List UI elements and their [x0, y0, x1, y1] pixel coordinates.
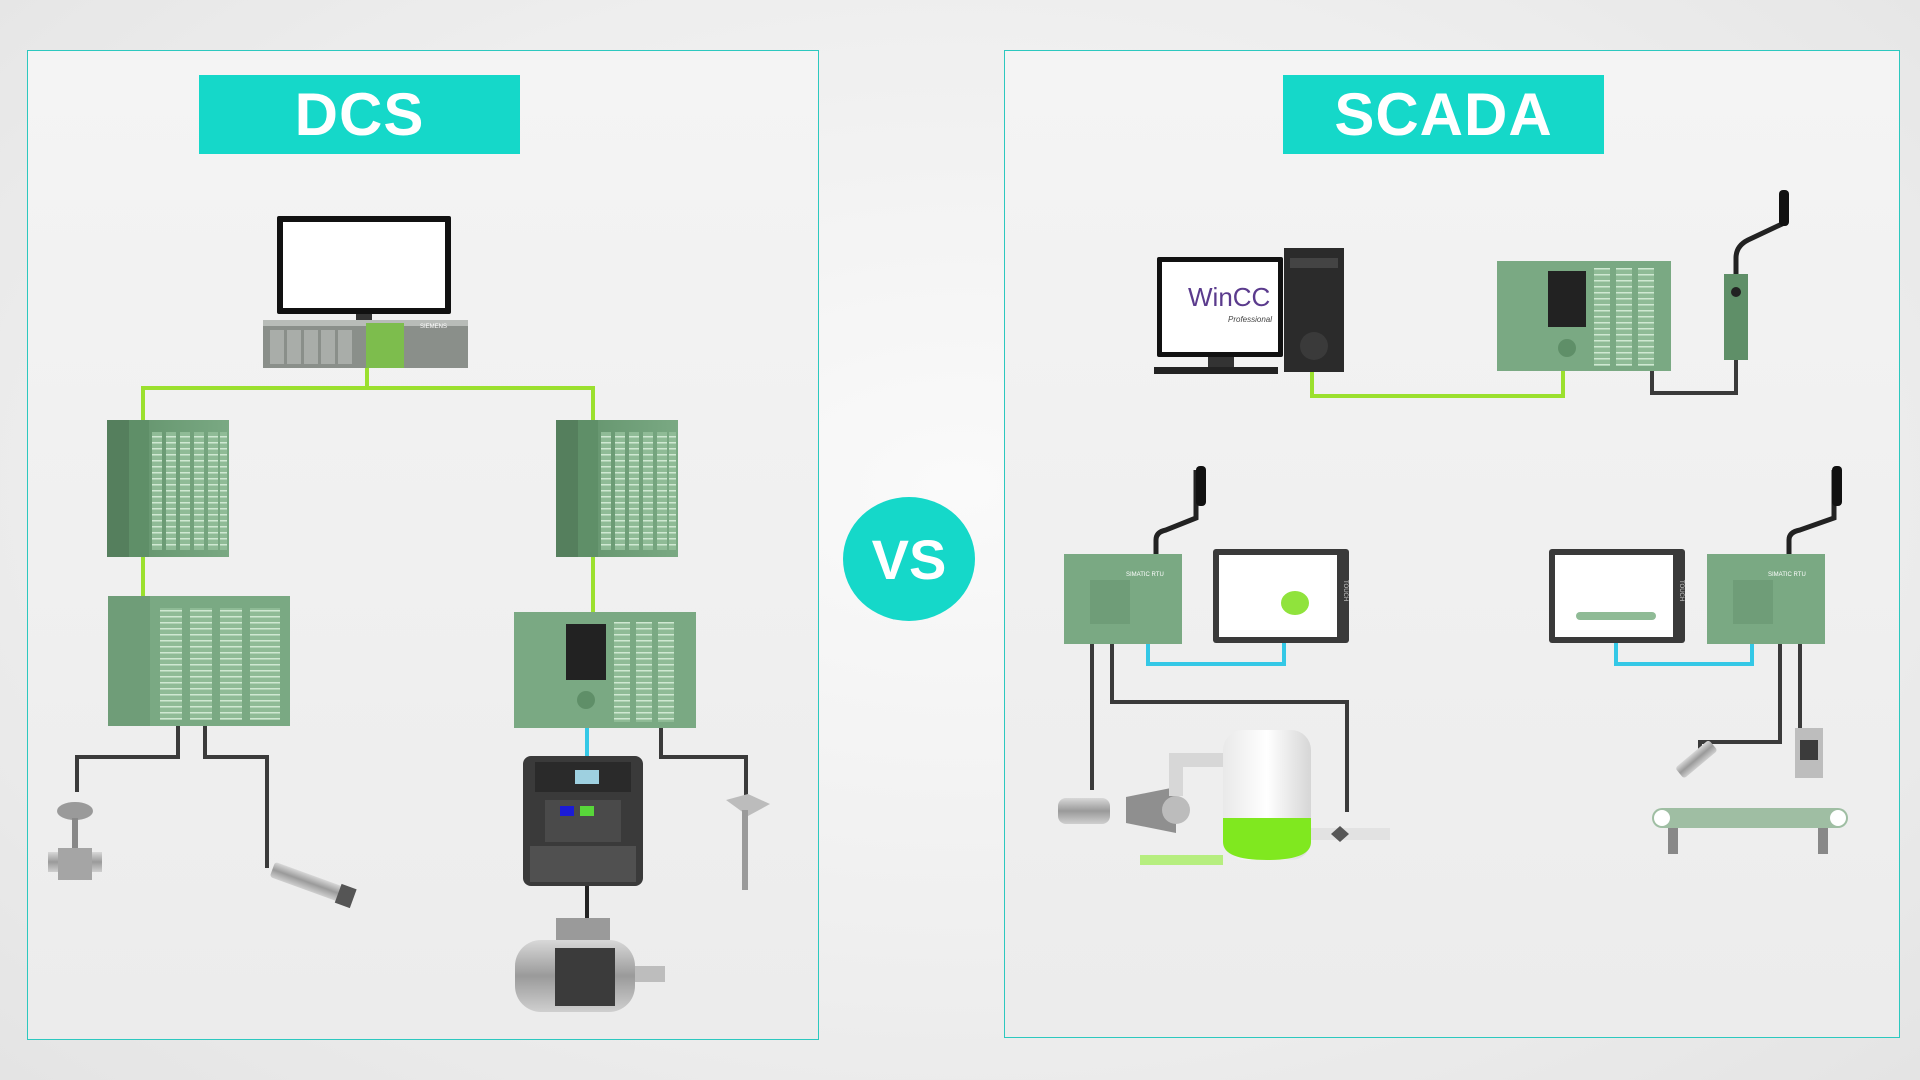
- rtu-right: SIMATIC RTU: [1707, 466, 1842, 644]
- frequency-drive-icon: [523, 756, 643, 918]
- dcs-server: SIEMENS: [263, 320, 468, 368]
- storage-tank-icon: [1140, 730, 1311, 865]
- dcs-signal-cables: [75, 726, 748, 868]
- dcs-network-bus: [141, 368, 595, 613]
- conveyor-belt-icon: [1652, 808, 1848, 854]
- dcs-io-rack-left: [108, 596, 290, 726]
- dcs-server-brand: SIEMENS: [420, 324, 447, 330]
- photoelectric-sensor-icon: [1795, 728, 1823, 778]
- scada-modem-cable: [1650, 360, 1738, 395]
- gsm-modem-icon: [1724, 190, 1789, 360]
- dcs-plc-right: [556, 420, 678, 557]
- dcs-plc-cpu-right: [514, 612, 696, 728]
- outlet-valve-icon: [1311, 826, 1390, 842]
- scada-panel: [1004, 50, 1900, 1038]
- rtu-left-label: SIMATIC RTU: [1126, 572, 1164, 578]
- proximity-sensor-icon: [270, 862, 357, 909]
- hmi-panel-left: TOUCH: [1213, 549, 1349, 643]
- rtu-right-cables: [1698, 644, 1802, 750]
- rtu-right-label: SIMATIC RTU: [1768, 572, 1806, 578]
- rtu-left-cables: [1090, 644, 1349, 812]
- pump-icon: [1058, 753, 1230, 833]
- control-valve-icon: [48, 802, 102, 880]
- hmi-panel-right: TOUCH: [1549, 549, 1685, 643]
- vs-badge: VS: [843, 497, 975, 621]
- electric-motor-icon: [515, 918, 665, 1012]
- scada-title: SCADA: [1283, 75, 1604, 154]
- hmi-left-label: TOUCH: [1342, 580, 1348, 601]
- scada-plc-rack: [1497, 261, 1671, 371]
- rtu-hmi-link-right: [1614, 643, 1754, 666]
- dcs-monitor: [277, 216, 451, 322]
- scada-workstation: WinCC Professional: [1154, 248, 1344, 374]
- proximity-sensor-right-icon: [1676, 740, 1717, 778]
- scada-network-link: [1310, 371, 1565, 398]
- rtu-left: SIMATIC RTU: [1064, 466, 1206, 644]
- dcs-title: DCS: [199, 75, 520, 154]
- hmi-right-label: TOUCH: [1678, 580, 1684, 601]
- wincc-title: WinCC: [1188, 282, 1270, 312]
- rtu-hmi-link-left: [1146, 643, 1286, 666]
- dcs-plc-left: [107, 420, 229, 557]
- temperature-sensor-icon: [726, 794, 770, 890]
- wincc-subtitle: Professional: [1228, 315, 1272, 324]
